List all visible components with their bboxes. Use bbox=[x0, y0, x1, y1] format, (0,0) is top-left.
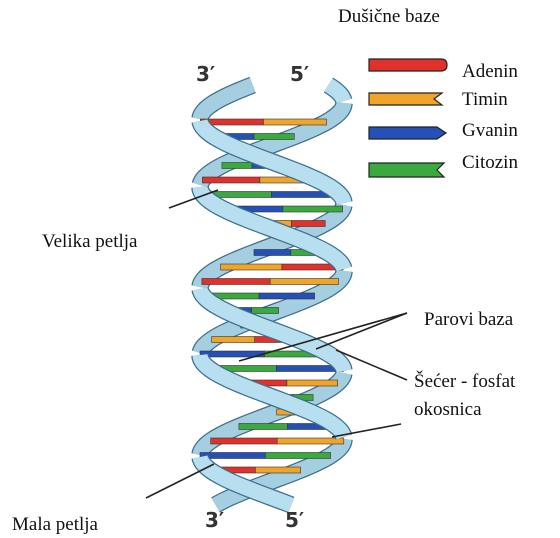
base-adenine-left bbox=[202, 176, 261, 184]
base-adenine-right bbox=[290, 220, 326, 227]
cytosine-swatch bbox=[368, 162, 446, 178]
base-cytosine-right bbox=[264, 452, 331, 459]
label-backbone-line2: okosnica bbox=[414, 399, 482, 420]
base-cytosine-right bbox=[253, 133, 295, 140]
legend-item-timin: Timin bbox=[368, 89, 508, 110]
label-base-pairs: Parovi baza bbox=[424, 309, 514, 330]
backbone-strand-front bbox=[191, 77, 353, 514]
backbone-segment bbox=[192, 354, 351, 440]
base-cytosine-right bbox=[251, 307, 279, 314]
adenine-swatch bbox=[368, 58, 448, 72]
legend-title: Dušične baze bbox=[338, 6, 440, 27]
label-minor-groove: Mala petlja bbox=[12, 514, 99, 535]
backbone-segment bbox=[192, 186, 351, 272]
base-guanine-left bbox=[199, 452, 266, 459]
strand-end-top-left: 3′ bbox=[196, 62, 215, 86]
backbone-pointer-2 bbox=[331, 423, 402, 438]
base-thymine-right bbox=[276, 437, 345, 445]
guanine-swatch bbox=[368, 126, 448, 140]
base-pairs-pointer-1 bbox=[238, 312, 408, 362]
label-backbone-line1: Šećer - fosfat bbox=[414, 370, 516, 392]
base-guanine-right bbox=[258, 292, 315, 300]
legend-label-gvanin: Gvanin bbox=[462, 120, 518, 141]
base-adenine-left bbox=[201, 278, 271, 285]
strand-end-bottom-right: 5′ bbox=[285, 508, 304, 532]
label-major-groove: Velika petlja bbox=[42, 231, 138, 252]
backbone-segment bbox=[193, 102, 352, 188]
backbone-segment bbox=[192, 77, 256, 121]
base-thymine-right bbox=[269, 278, 339, 285]
base-thymine-left bbox=[211, 336, 255, 343]
backbone-segment bbox=[192, 287, 352, 373]
base-cytosine-left bbox=[221, 162, 253, 169]
backbone-segment bbox=[192, 371, 352, 457]
base-pairs-pointer-2 bbox=[315, 312, 408, 350]
legend-label-adenin: Adenin bbox=[462, 61, 518, 82]
major-groove-pointer bbox=[168, 189, 219, 209]
base-cytosine-right bbox=[282, 205, 343, 213]
strand-end-top-right: 5′ bbox=[290, 62, 309, 86]
legend-label-timin: Timin bbox=[462, 89, 508, 110]
base-thymine-right bbox=[286, 379, 338, 387]
backbone-segment bbox=[192, 119, 352, 205]
legend-item-citozin: Citozin bbox=[368, 152, 518, 178]
backbone-segment bbox=[192, 455, 294, 513]
base-thymine-left bbox=[220, 263, 283, 271]
backbone-pointer bbox=[335, 349, 408, 381]
legend-item-gvanin: Gvanin bbox=[368, 120, 518, 141]
base-guanine-left bbox=[253, 249, 292, 256]
thymine-swatch bbox=[368, 92, 444, 106]
base-thymine-right bbox=[263, 118, 327, 126]
legend-label-citozin: Citozin bbox=[462, 152, 518, 173]
base-adenine-left bbox=[210, 437, 278, 445]
backbone-segment bbox=[324, 78, 351, 104]
legend-item-adenin: Adenin bbox=[368, 58, 518, 82]
backbone-segment bbox=[192, 203, 352, 289]
minor-groove-pointer bbox=[145, 463, 215, 499]
base-cytosine-left bbox=[238, 423, 288, 430]
strand-end-bottom-left: 3′ bbox=[205, 508, 224, 532]
base-thymine-right bbox=[255, 466, 301, 474]
